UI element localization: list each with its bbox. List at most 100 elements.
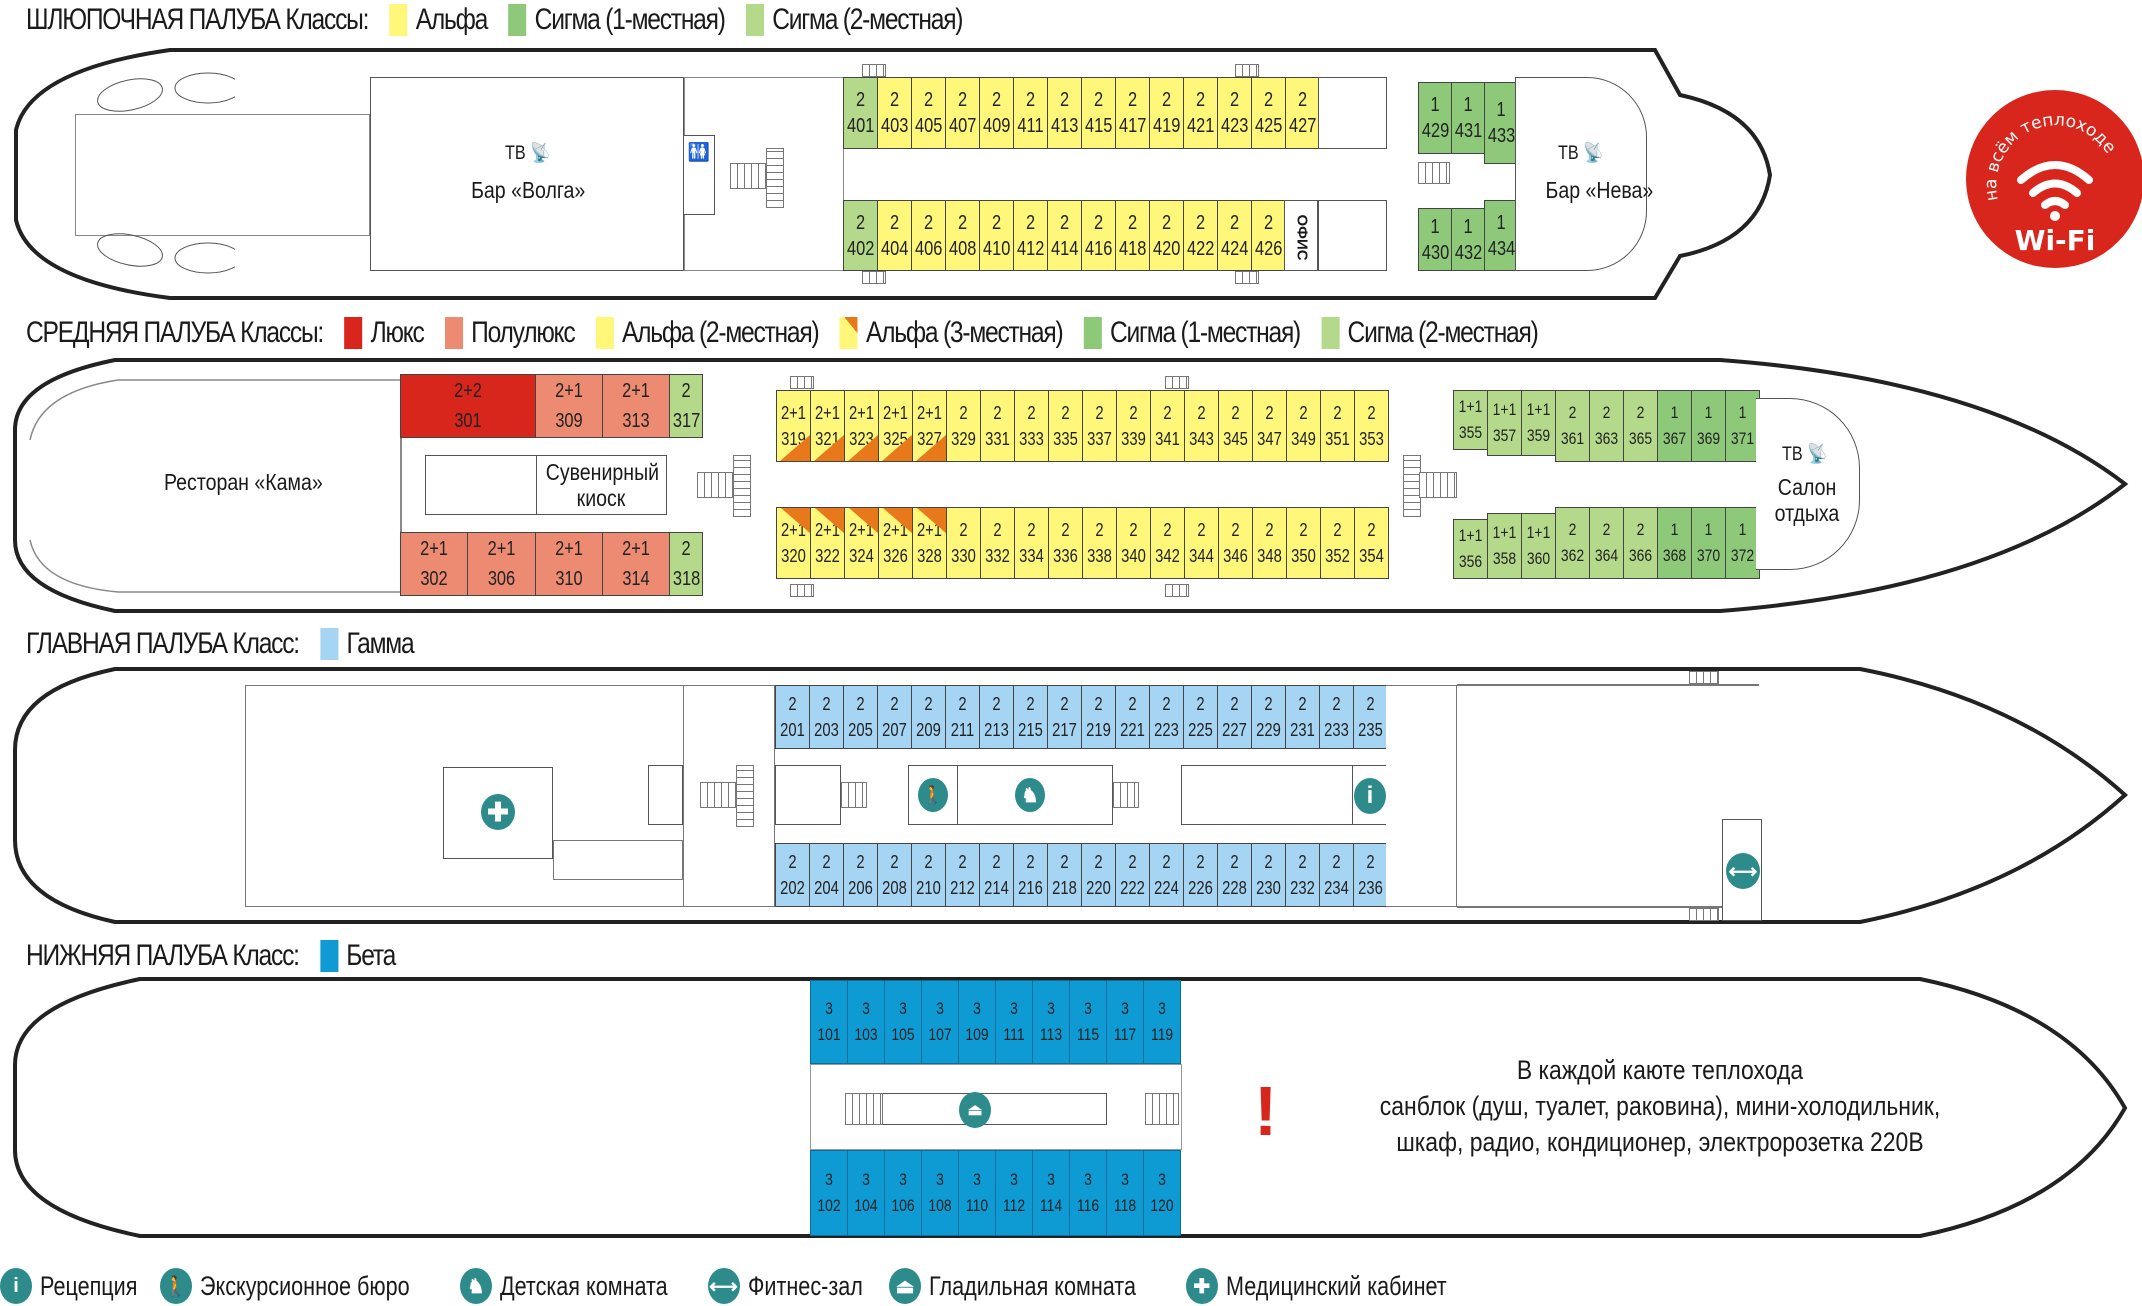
- office[interactable]: ОФИС: [1284, 200, 1318, 271]
- fitness-room[interactable]: ⟷: [1722, 819, 1762, 921]
- lounge-salon[interactable]: ТВ 📡 Салон отдыха: [1756, 398, 1860, 570]
- excursion-bureau[interactable]: 🚶: [908, 765, 958, 825]
- medical-room[interactable]: ✚: [443, 767, 553, 859]
- bar-neva[interactable]: ТВ 📡 Бар «Нева»: [1515, 77, 1653, 271]
- restroom[interactable]: 🚻: [683, 135, 715, 215]
- reception[interactable]: i: [1181, 765, 1387, 825]
